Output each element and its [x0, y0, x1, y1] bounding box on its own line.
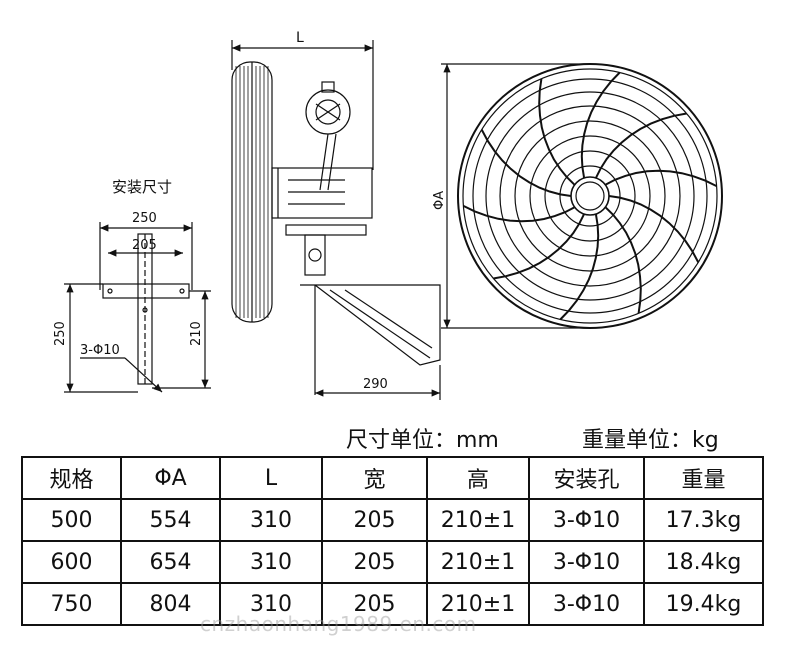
size-unit-label: 尺寸单位：mm [346, 428, 499, 453]
table-cell: 804 [120, 582, 221, 626]
header-cell: 重量 [643, 456, 764, 500]
guard-spoke [604, 206, 642, 314]
table-cell: 3-Φ10 [528, 540, 645, 584]
header-cell: L [219, 456, 323, 500]
fan-side-view: L 290 [231, 30, 441, 400]
table-row: 500 554 310 205 210±1 3-Φ10 17.3kg [21, 498, 764, 542]
header-cell: 高 [426, 456, 530, 500]
table-cell: 310 [219, 540, 323, 584]
header-cell: 宽 [321, 456, 428, 500]
table-cell: 205 [321, 582, 428, 626]
table-row: 600 654 310 205 210±1 3-Φ10 18.4kg [21, 540, 764, 584]
table-cell: 205 [321, 498, 428, 542]
table-cell: 210±1 [426, 582, 530, 626]
dim-phiA: ΦA [432, 191, 447, 210]
header-cell: ΦA [120, 456, 221, 500]
table-cell: 210±1 [426, 498, 530, 542]
table-cell: 310 [219, 582, 323, 626]
guard-spoke [595, 112, 687, 179]
dim-290: 290 [363, 377, 388, 392]
table-cell: 3-Φ10 [528, 582, 645, 626]
guard-spoke [604, 169, 718, 188]
guard-spoke [493, 213, 585, 280]
mount-title: 安装尺寸 [112, 178, 172, 196]
guard-ring [529, 135, 651, 257]
table-cell: 205 [321, 540, 428, 584]
table-cell: 210±1 [426, 540, 530, 584]
guard-ring [472, 78, 708, 314]
mounting-dimension-view: 安装尺寸 250 205 250 210 3-Φ10 [53, 178, 211, 393]
spec-table: 规格 ΦA L 宽 高 安装孔 重量 500 554 310 205 210±1… [21, 456, 764, 626]
table-cell: 310 [219, 498, 323, 542]
dim-210: 210 [189, 321, 204, 346]
dim-holes: 3-Φ10 [80, 343, 120, 358]
guard-ring [544, 150, 636, 242]
table-header-row: 规格 ΦA L 宽 高 安装孔 重量 [21, 456, 764, 500]
guard-ring [559, 165, 621, 227]
table-cell: 750 [21, 582, 122, 626]
header-cell: 安装孔 [528, 456, 645, 500]
dim-250-top: 250 [132, 211, 157, 226]
guard-spoke [462, 204, 576, 223]
weight-unit-label: 重量单位：kg [582, 428, 719, 453]
guard-ring [499, 105, 681, 287]
guard-spoke [559, 213, 600, 321]
table-cell: 600 [21, 540, 122, 584]
fan-front-view: ΦA [432, 63, 723, 329]
table-cell: 18.4kg [643, 540, 764, 584]
table-cell: 500 [21, 498, 122, 542]
guard-ring [485, 91, 695, 301]
table-cell: 554 [120, 498, 221, 542]
dim-250-side: 250 [53, 321, 68, 346]
dim-L: L [296, 30, 304, 46]
guard-spoke [608, 195, 700, 263]
table-cell: 17.3kg [643, 498, 764, 542]
guard-spoke [538, 78, 576, 186]
table-cell: 654 [120, 540, 221, 584]
fan-technical-drawing: 安装尺寸 250 205 250 210 3-Φ10 [53, 30, 723, 400]
table-cell: 19.4kg [643, 582, 764, 626]
guard-spoke [480, 129, 572, 197]
guard-ring [514, 120, 666, 272]
header-cell: 规格 [21, 456, 122, 500]
table-cell: 3-Φ10 [528, 498, 645, 542]
guard-spoke [580, 71, 621, 179]
table-row: 750 804 310 205 210±1 3-Φ10 19.4kg [21, 582, 764, 626]
watermark-text: cnzhaonhang1989.en.com [200, 612, 477, 636]
